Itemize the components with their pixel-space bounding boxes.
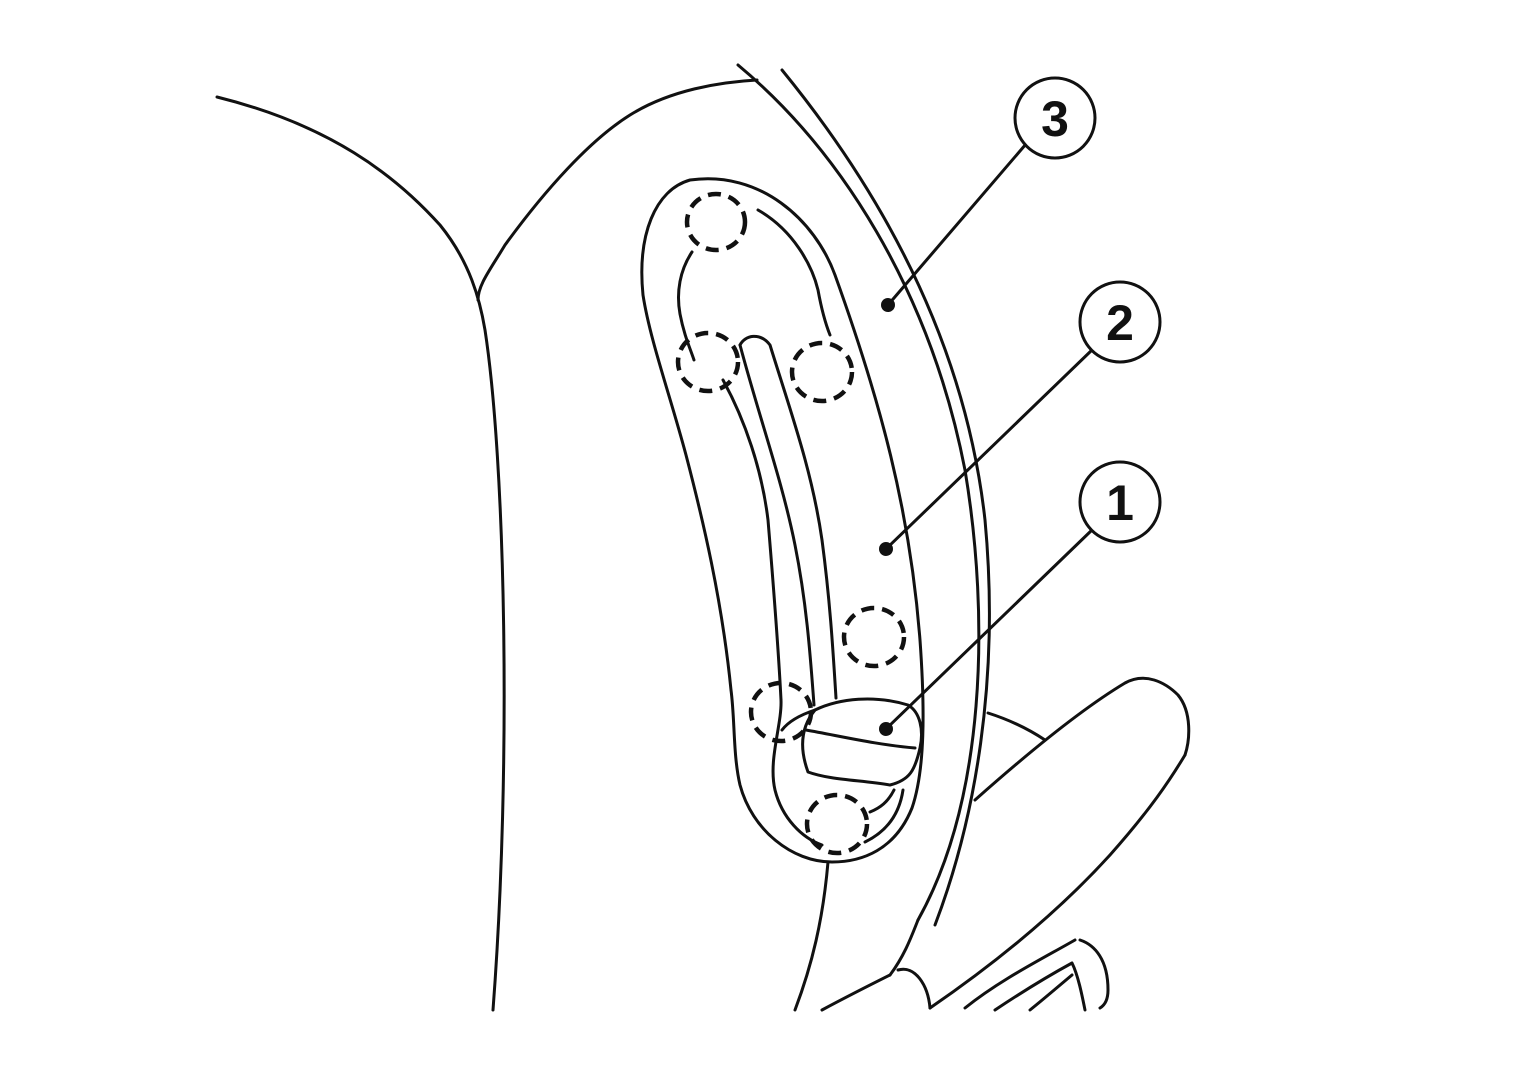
callout-1-label: 1 (1106, 475, 1134, 531)
seatback-lower-edge (793, 860, 830, 1012)
clip-middle-right (841, 605, 907, 669)
leader-1 (884, 527, 1095, 731)
leader-2 (884, 347, 1095, 551)
clip-upper-left (675, 330, 741, 394)
callout-2-circle (1078, 280, 1162, 364)
side-trim (736, 63, 991, 927)
seat-cushion-armrest (820, 676, 1191, 1012)
clip-top (684, 191, 748, 253)
leader-1-dot (879, 722, 893, 736)
clip-lower-left (748, 680, 814, 744)
adjuster-knob (780, 697, 923, 814)
callout-3-label: 3 (1041, 91, 1069, 147)
lever-slot (738, 334, 838, 707)
leader-3-dot (881, 298, 895, 312)
callout-3: 3 (1013, 76, 1097, 160)
leader-lines (879, 142, 1095, 736)
callout-1-circle (1078, 460, 1162, 544)
callout-1: 1 (1078, 460, 1162, 544)
callout-2-label: 2 (1106, 295, 1134, 351)
leader-2-dot (879, 542, 893, 556)
clip-upper-right (789, 340, 855, 404)
callout-2: 2 (1078, 280, 1162, 364)
inner-panel-contour (677, 208, 905, 847)
seatback-outline (215, 78, 759, 1012)
hidden-clips (675, 191, 907, 856)
callout-3-circle (1013, 76, 1097, 160)
clip-bottom (804, 792, 870, 856)
side-panel-cover (640, 177, 925, 864)
leader-3 (886, 142, 1028, 307)
